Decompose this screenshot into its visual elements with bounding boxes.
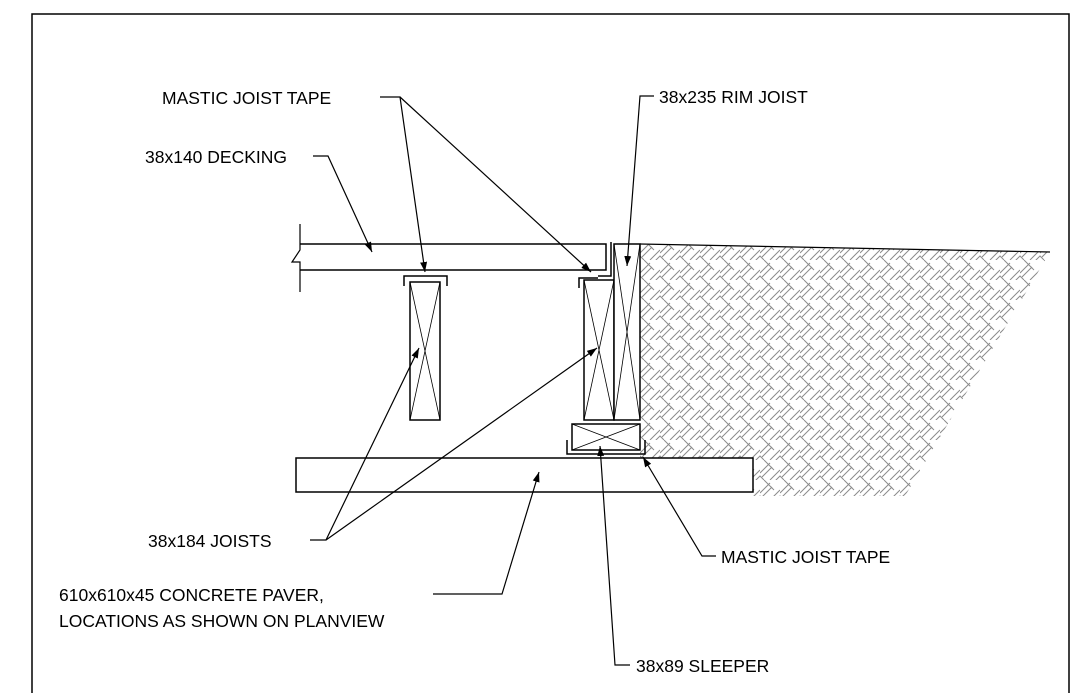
leader-mastic-tape-top-2 xyxy=(399,96,592,273)
mastic-tape-left-joist xyxy=(403,275,448,286)
label-mastic-tape-top: MASTIC JOIST TAPE xyxy=(162,88,331,108)
mastic-tape-sleeper xyxy=(566,440,646,455)
rim-joist xyxy=(613,243,641,421)
leader-mastic-tape-bottom xyxy=(642,456,716,557)
label-paver-line2: LOCATIONS AS SHOWN ON PLANVIEW xyxy=(59,611,385,631)
label-joists: 38x184 JOISTS xyxy=(148,531,272,551)
mastic-tape-right-joist xyxy=(578,277,598,288)
sleeper xyxy=(571,423,641,451)
joist-right xyxy=(583,279,615,421)
leader-joists-1 xyxy=(310,347,420,541)
leader-lines xyxy=(310,95,716,666)
joist-left xyxy=(409,281,441,421)
label-decking: 38x140 DECKING xyxy=(145,147,287,167)
label-sleeper: 38x89 SLEEPER xyxy=(636,656,769,676)
leader-joists-2 xyxy=(325,347,598,541)
leader-sleeper xyxy=(597,445,630,666)
decking-board xyxy=(290,224,607,292)
leader-paver xyxy=(433,471,540,595)
sheet-border xyxy=(31,13,1070,693)
leader-rim-joist xyxy=(624,95,654,267)
label-paver-line1: 610x610x45 CONCRETE PAVER, xyxy=(59,585,324,605)
leader-decking xyxy=(313,155,373,253)
soil-hatch xyxy=(640,244,1050,496)
soil-edge xyxy=(639,243,1051,253)
mastic-tape-deck-end xyxy=(598,242,612,277)
label-rim-joist: 38x235 RIM JOIST xyxy=(659,87,808,107)
leader-mastic-tape-top xyxy=(380,96,428,273)
concrete-paver xyxy=(295,457,754,493)
label-mastic-tape-bottom: MASTIC JOIST TAPE xyxy=(721,547,890,567)
